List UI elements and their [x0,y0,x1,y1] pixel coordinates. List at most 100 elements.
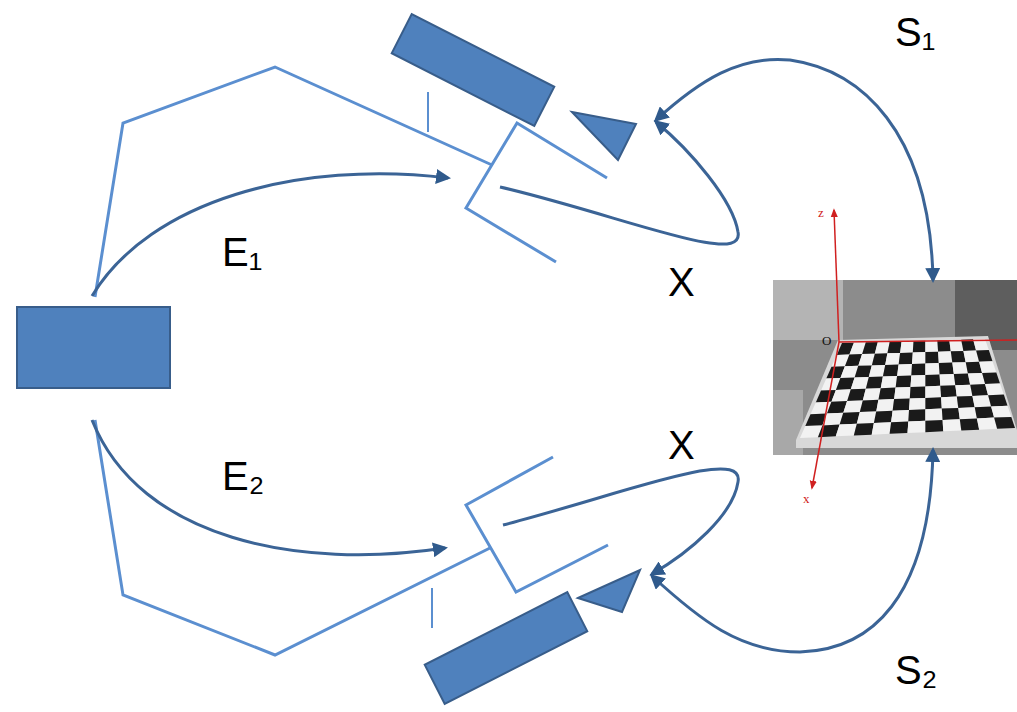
board-cell [911,364,925,376]
board-cell [994,417,1015,429]
z-axis [834,210,839,342]
s2-arrow [652,450,933,652]
board-cell [942,408,960,420]
board-cell [875,342,890,354]
board-cell [887,341,901,353]
robot-base [17,307,170,388]
upper-lens [572,112,636,160]
board-cell [958,407,977,419]
transform-label: X [668,425,695,465]
transform-label: E₁ [222,232,262,272]
board-cell [912,352,925,364]
board-cell [872,353,888,365]
board-cell [940,385,957,397]
board-cell [910,386,926,398]
x-arrow [500,122,738,244]
board-cell [925,397,941,409]
board-cell [863,388,881,400]
board-cell [951,351,966,363]
checkerboard [800,339,1015,438]
board-cell [925,409,942,421]
board-cell [913,341,926,353]
board-cell [840,412,860,425]
s1-arrow [656,59,933,280]
axis-label: z [818,206,824,219]
board-cell [894,387,910,399]
board-cell [885,353,900,365]
board-cell [972,395,991,407]
board-cell [909,398,925,410]
checkerboard-photo [773,280,1017,455]
sensor-label: S₁ [895,12,935,52]
board-cell [952,362,968,374]
board-cell [876,399,894,411]
board-cell [970,384,988,396]
board-cell [976,350,992,362]
board-cell [925,386,941,398]
board-cell [843,400,863,412]
board-cell [900,341,913,353]
board-cell [872,422,891,434]
board-cell [991,406,1011,418]
board-cell [899,353,913,365]
board-cell [982,372,1000,384]
upper-camera [392,14,555,126]
board-cell [911,375,926,387]
lower-gripper [466,457,608,592]
board-cell [836,424,857,437]
y-axis [839,340,1017,342]
board-cell [857,411,876,423]
board-cell [925,352,938,364]
board-cell [957,396,975,408]
board-cell [955,385,972,397]
board-cell [939,363,954,375]
lower-camera [425,592,588,704]
board-cell [943,419,962,431]
board-cell [851,377,869,389]
x-arrow [503,469,738,574]
camera-mount [431,588,433,628]
board-cell [847,389,866,401]
board-cell [925,363,939,375]
board-cell [954,373,970,385]
board-cell [874,411,893,423]
board-cell [979,361,996,373]
board-cell [854,423,874,436]
board-cell [988,395,1007,407]
e2-arrow [92,420,445,555]
board-cell [893,399,910,411]
board-cell [938,351,952,363]
transform-label: X [668,262,695,302]
board-cell [891,410,909,422]
axis-label: x [803,492,810,505]
lower-lens [578,570,640,612]
board-cell [925,375,940,387]
board-cell [881,376,897,388]
e1-arrow [92,174,448,296]
board-cell [925,340,938,352]
board-cell [908,421,926,433]
board-cell [975,407,994,419]
board-cell [878,388,895,400]
board-cell [937,340,951,352]
board-cell [977,418,997,430]
transform-label: E₂ [222,456,264,496]
camera-mount [427,92,429,132]
board-cell [968,373,985,385]
origin-label: O [822,334,831,347]
board-cell [925,420,943,432]
x-axis [812,342,839,488]
board-cell [897,364,912,376]
board-cell [869,365,885,377]
sensor-label: S₂ [895,650,937,690]
upper-gripper [466,123,607,262]
board-cell [883,365,899,377]
board-cell [960,418,979,430]
board-cell [985,384,1004,396]
board-cell [896,376,912,388]
board-cell [940,374,956,386]
lower-arm [95,420,490,655]
board-cell [860,400,879,412]
